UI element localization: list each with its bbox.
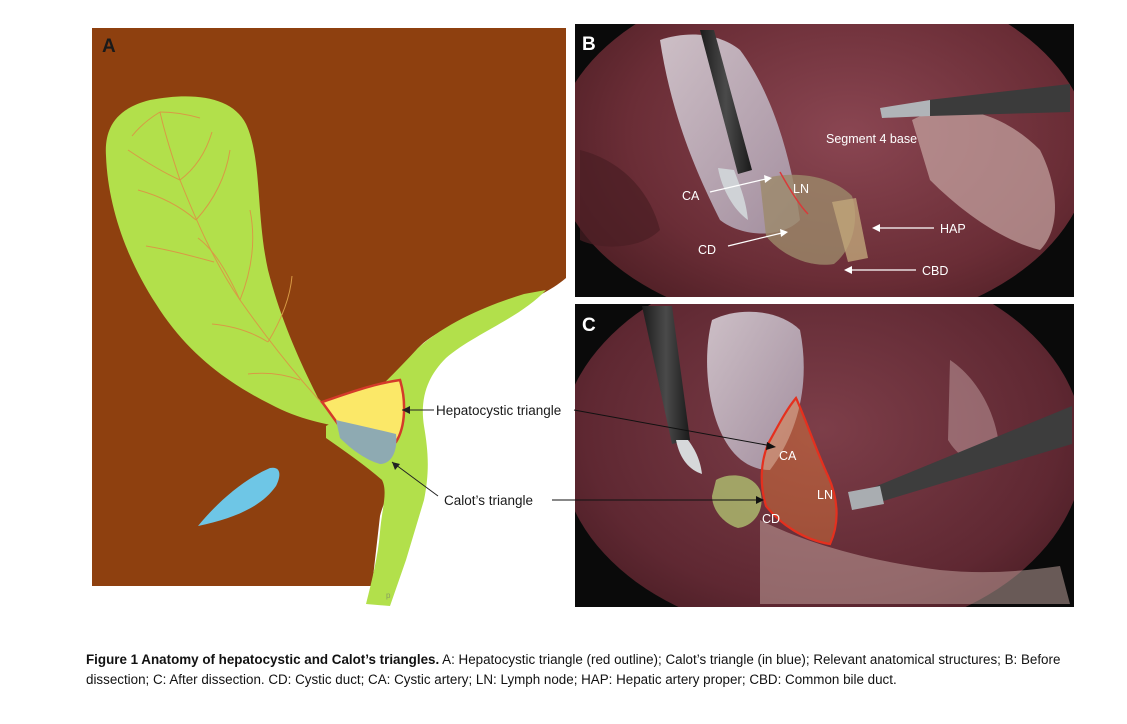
label-segment4: Segment 4 base	[826, 132, 917, 146]
panel-a-letter: A	[102, 36, 116, 57]
label-b-hap: HAP	[940, 222, 966, 236]
label-c-cd: CD	[762, 512, 780, 526]
panel-b-letter: B	[582, 34, 596, 55]
label-c-ca: CA	[779, 449, 797, 463]
small-mark: p	[386, 591, 391, 600]
label-b-cd: CD	[698, 243, 716, 257]
label-b-cbd: CBD	[922, 264, 948, 278]
calot-triangle-label: Calot’s triangle	[444, 493, 533, 508]
panel-b: B Segment 4 base CA LN CD HAP CBD	[554, 0, 1090, 330]
panel-a: A Hepatocystic triangle Calot’s triangle…	[92, 28, 566, 606]
hepatocystic-triangle-label: Hepatocystic triangle	[436, 403, 561, 418]
label-c-ln: LN	[817, 488, 833, 502]
label-b-ln: LN	[793, 182, 809, 196]
panel-c: C CA LN CD	[560, 258, 1084, 638]
label-b-ca: CA	[682, 189, 700, 203]
panel-c-letter: C	[582, 315, 596, 336]
caption-title: Figure 1 Anatomy of hepatocystic and Cal…	[86, 652, 439, 667]
figure-caption: Figure 1 Anatomy of hepatocystic and Cal…	[86, 650, 1116, 690]
